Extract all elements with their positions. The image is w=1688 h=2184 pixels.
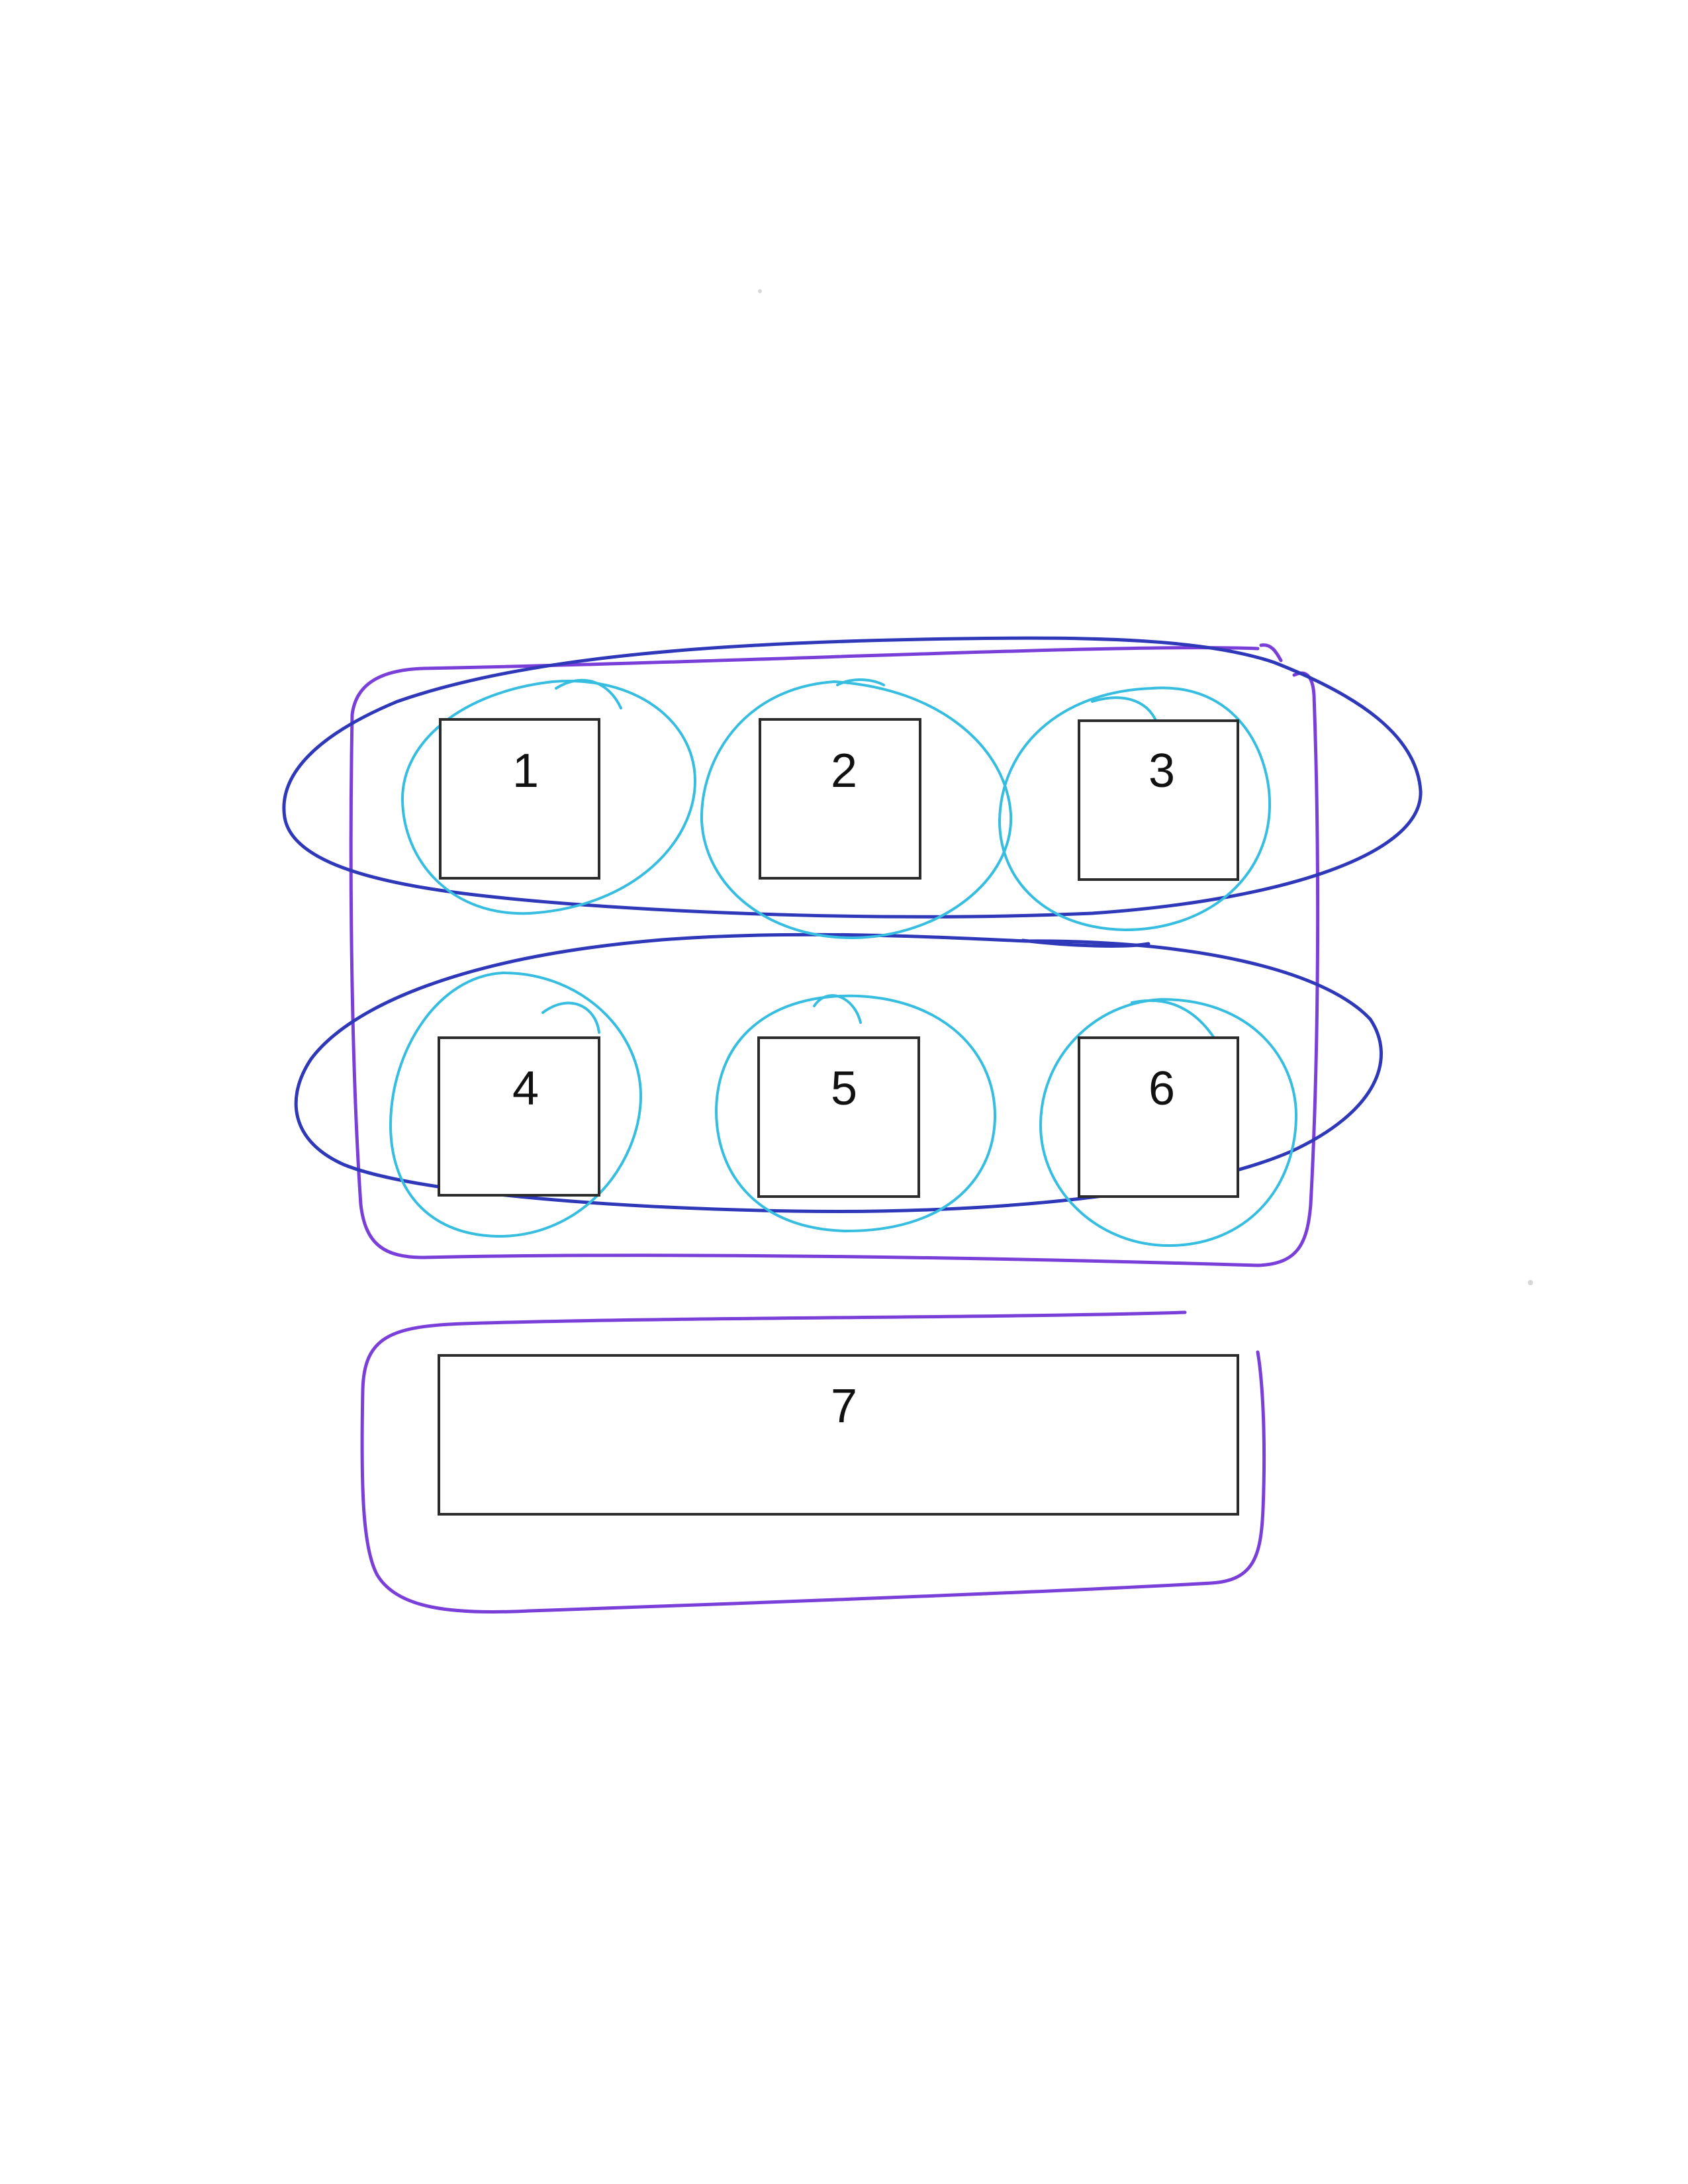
box-6-label: 6 bbox=[1149, 1062, 1175, 1115]
item-circle-2 bbox=[700, 680, 1013, 940]
box-2-label: 2 bbox=[831, 745, 857, 797]
item-circle-1 bbox=[400, 680, 696, 915]
box-6: 6 bbox=[1078, 1036, 1239, 1198]
item-circle-5 bbox=[715, 994, 997, 1232]
item-circle-4-flourish bbox=[541, 1001, 600, 1034]
scan-speck bbox=[758, 289, 762, 293]
box-2-outline bbox=[759, 718, 921, 880]
box-1: 1 bbox=[439, 718, 600, 880]
box-3-outline bbox=[1078, 719, 1239, 881]
box-2: 2 bbox=[759, 718, 921, 880]
row-ellipse-top bbox=[282, 636, 1423, 919]
item-circle-3 bbox=[998, 686, 1272, 931]
row-ellipse-bottom bbox=[294, 933, 1383, 1214]
group-outline-boxes-1-6-tail bbox=[1259, 643, 1283, 662]
box-1-label: 1 bbox=[512, 745, 539, 797]
box-6-outline bbox=[1078, 1036, 1239, 1198]
box-7: 7 bbox=[438, 1354, 1239, 1516]
item-circle-6 bbox=[1039, 998, 1298, 1248]
item-circle-1-flourish bbox=[555, 678, 622, 709]
group-outline-boxes-1-6 bbox=[349, 646, 1320, 1267]
box-7-outline bbox=[438, 1354, 1239, 1516]
item-circle-2-flourish bbox=[836, 678, 885, 686]
box-5-outline bbox=[757, 1036, 920, 1198]
box-4: 4 bbox=[438, 1036, 600, 1197]
box-5: 5 bbox=[757, 1036, 920, 1198]
scan-speck bbox=[1528, 1280, 1533, 1285]
box-4-label: 4 bbox=[512, 1062, 539, 1115]
box-3: 3 bbox=[1078, 719, 1239, 881]
item-circle-5-flourish bbox=[813, 994, 862, 1024]
item-circle-4 bbox=[389, 972, 643, 1238]
box-1-outline bbox=[439, 718, 600, 880]
box-4-outline bbox=[438, 1036, 600, 1197]
row-ellipse-bottom-tail bbox=[1021, 938, 1150, 948]
box-5-label: 5 bbox=[831, 1062, 857, 1115]
box-3-label: 3 bbox=[1149, 745, 1175, 797]
group-outline-box-7 bbox=[360, 1310, 1266, 1614]
box-7-label: 7 bbox=[831, 1380, 857, 1433]
